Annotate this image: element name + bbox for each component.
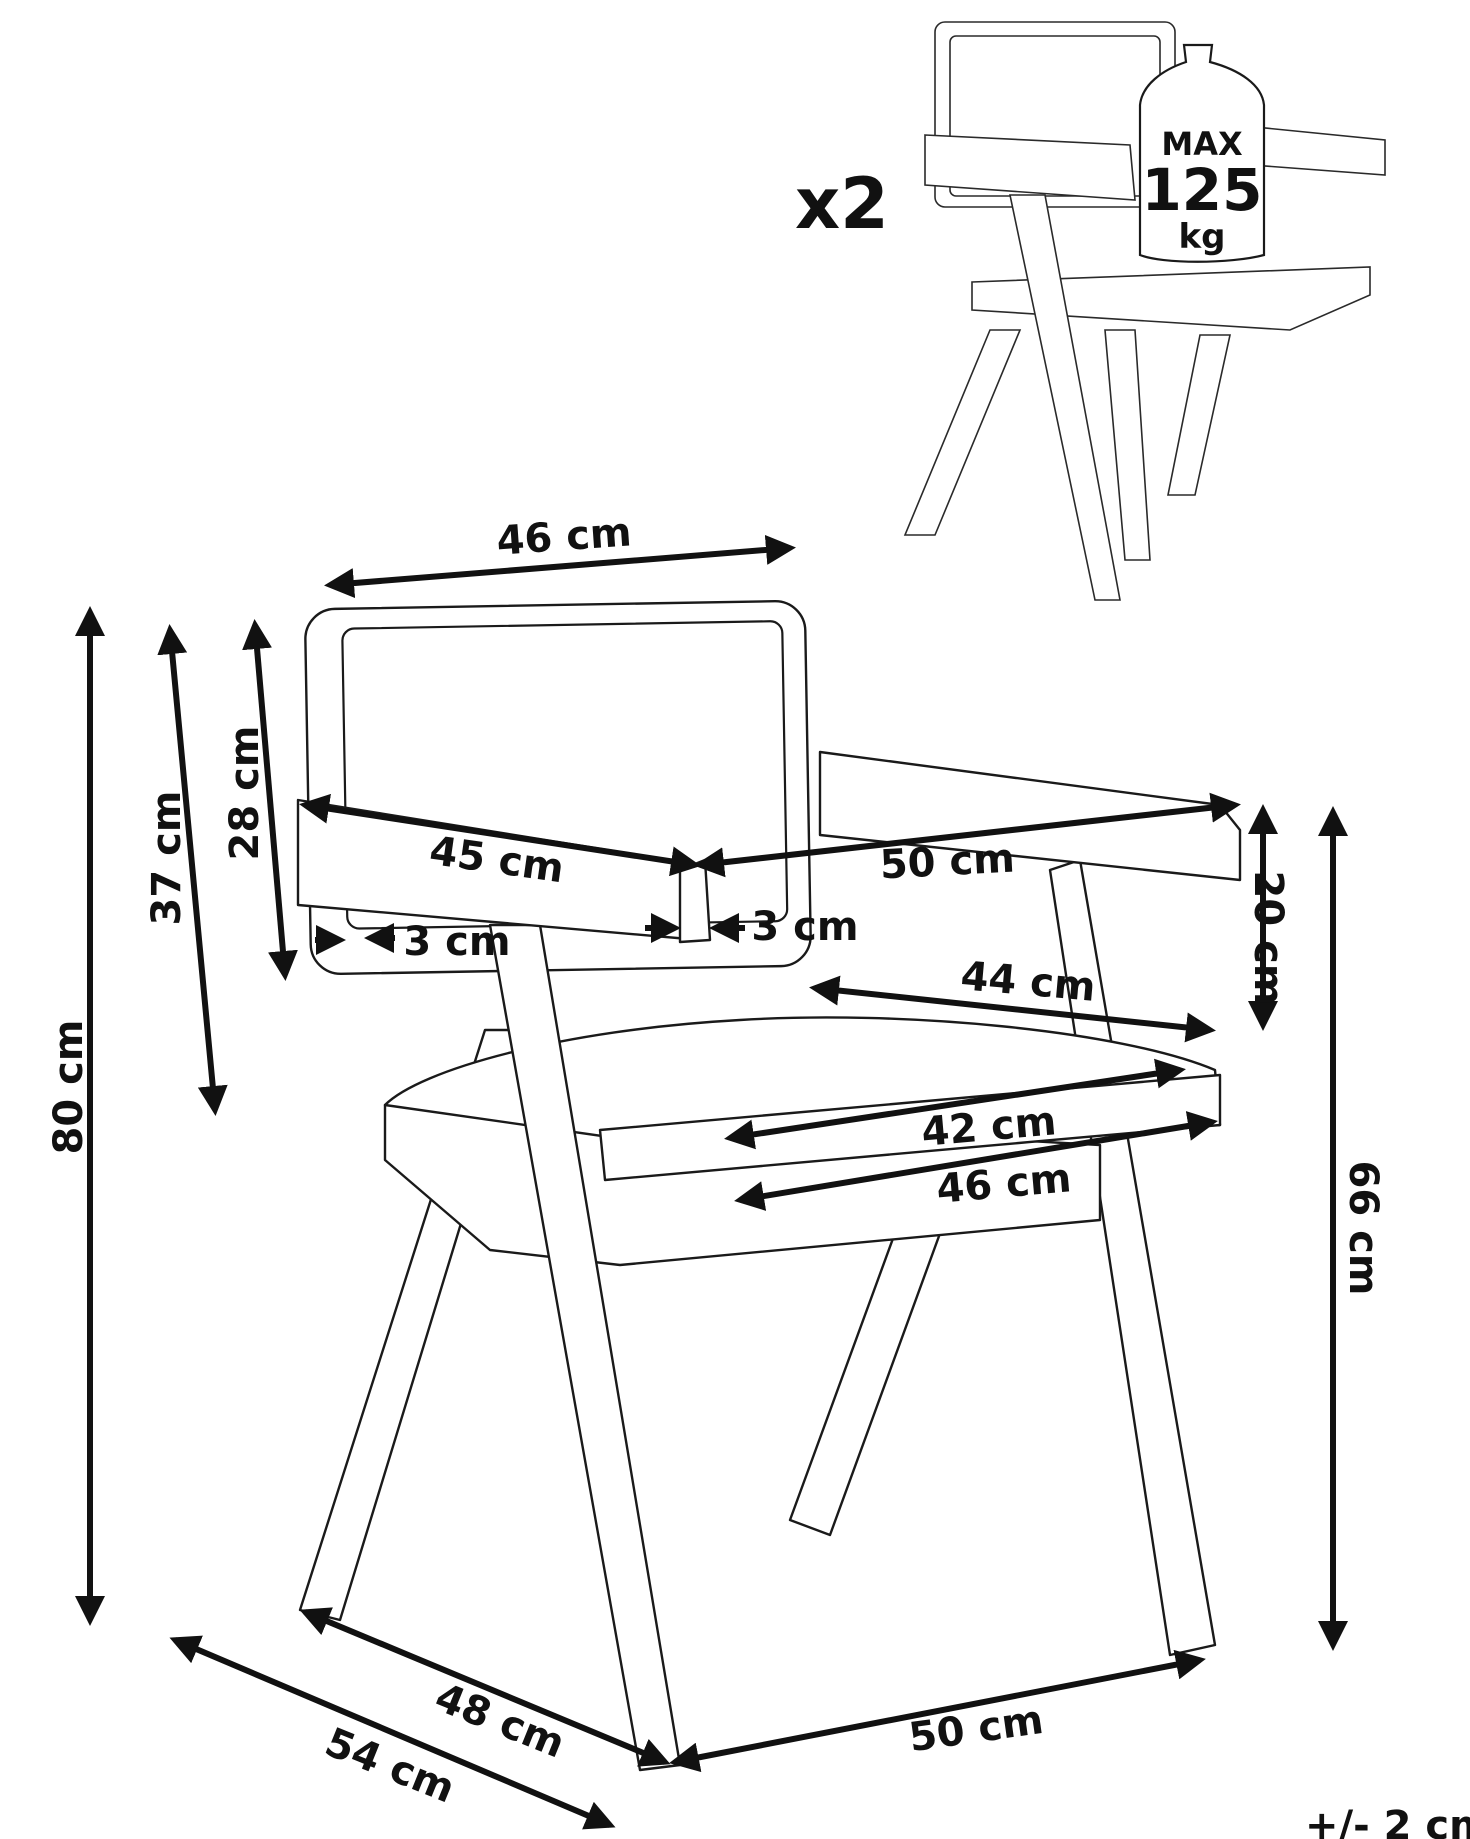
label-backrest-width: 46 cm xyxy=(495,509,633,564)
label-backrest-height: 28 cm xyxy=(222,726,268,861)
label-base-depth-inner: 48 cm xyxy=(429,1674,571,1767)
label-total-height: 80 cm xyxy=(46,1020,92,1155)
tolerance-note: +/- 2 cm xyxy=(1305,1803,1470,1839)
preview-armrest-left xyxy=(924,134,1136,201)
label-seat-height: 66 cm xyxy=(1340,1161,1386,1296)
label-back-to-seat: 37 cm xyxy=(144,791,190,926)
preview-seat xyxy=(971,266,1371,331)
max-load-badge: MAX 125 kg xyxy=(1138,43,1266,263)
max-label: MAX xyxy=(1161,125,1243,163)
dim-seat-depth xyxy=(809,975,1216,1043)
quantity-label: x2 xyxy=(795,163,889,245)
dimension-lines xyxy=(75,534,1348,1830)
weight-jug-icon xyxy=(1138,43,1266,263)
dim-seat-width-outer xyxy=(734,1111,1218,1211)
dim-armrest-front xyxy=(299,793,701,877)
dim-base-width xyxy=(669,1649,1206,1773)
dim-backrest-height xyxy=(242,619,298,981)
dim-base-depth-outer xyxy=(169,1635,616,1830)
max-unit: kg xyxy=(1179,217,1226,257)
max-value: 125 xyxy=(1141,156,1262,224)
label-armrest-side: 50 cm xyxy=(879,836,1016,889)
label-arm-thickness-right: 3 cm xyxy=(751,904,858,950)
main-chair xyxy=(296,599,1242,1772)
preview-chair xyxy=(903,21,1386,601)
label-base-width: 50 cm xyxy=(906,1697,1046,1761)
dim-backrest-width xyxy=(324,534,796,599)
label-armrest-height: 20 cm xyxy=(1245,871,1291,1006)
dim-armrest-side xyxy=(694,792,1241,878)
armrest-front-block xyxy=(678,858,712,944)
preview-rear-leg xyxy=(1167,334,1231,496)
preview-front-leg xyxy=(1009,194,1121,601)
label-arm-thickness-left: 3 cm xyxy=(403,919,510,965)
preview-back-leg-right xyxy=(1104,329,1151,561)
preview-back-leg-left xyxy=(903,329,1022,536)
dim-back-to-seat xyxy=(157,624,228,1116)
